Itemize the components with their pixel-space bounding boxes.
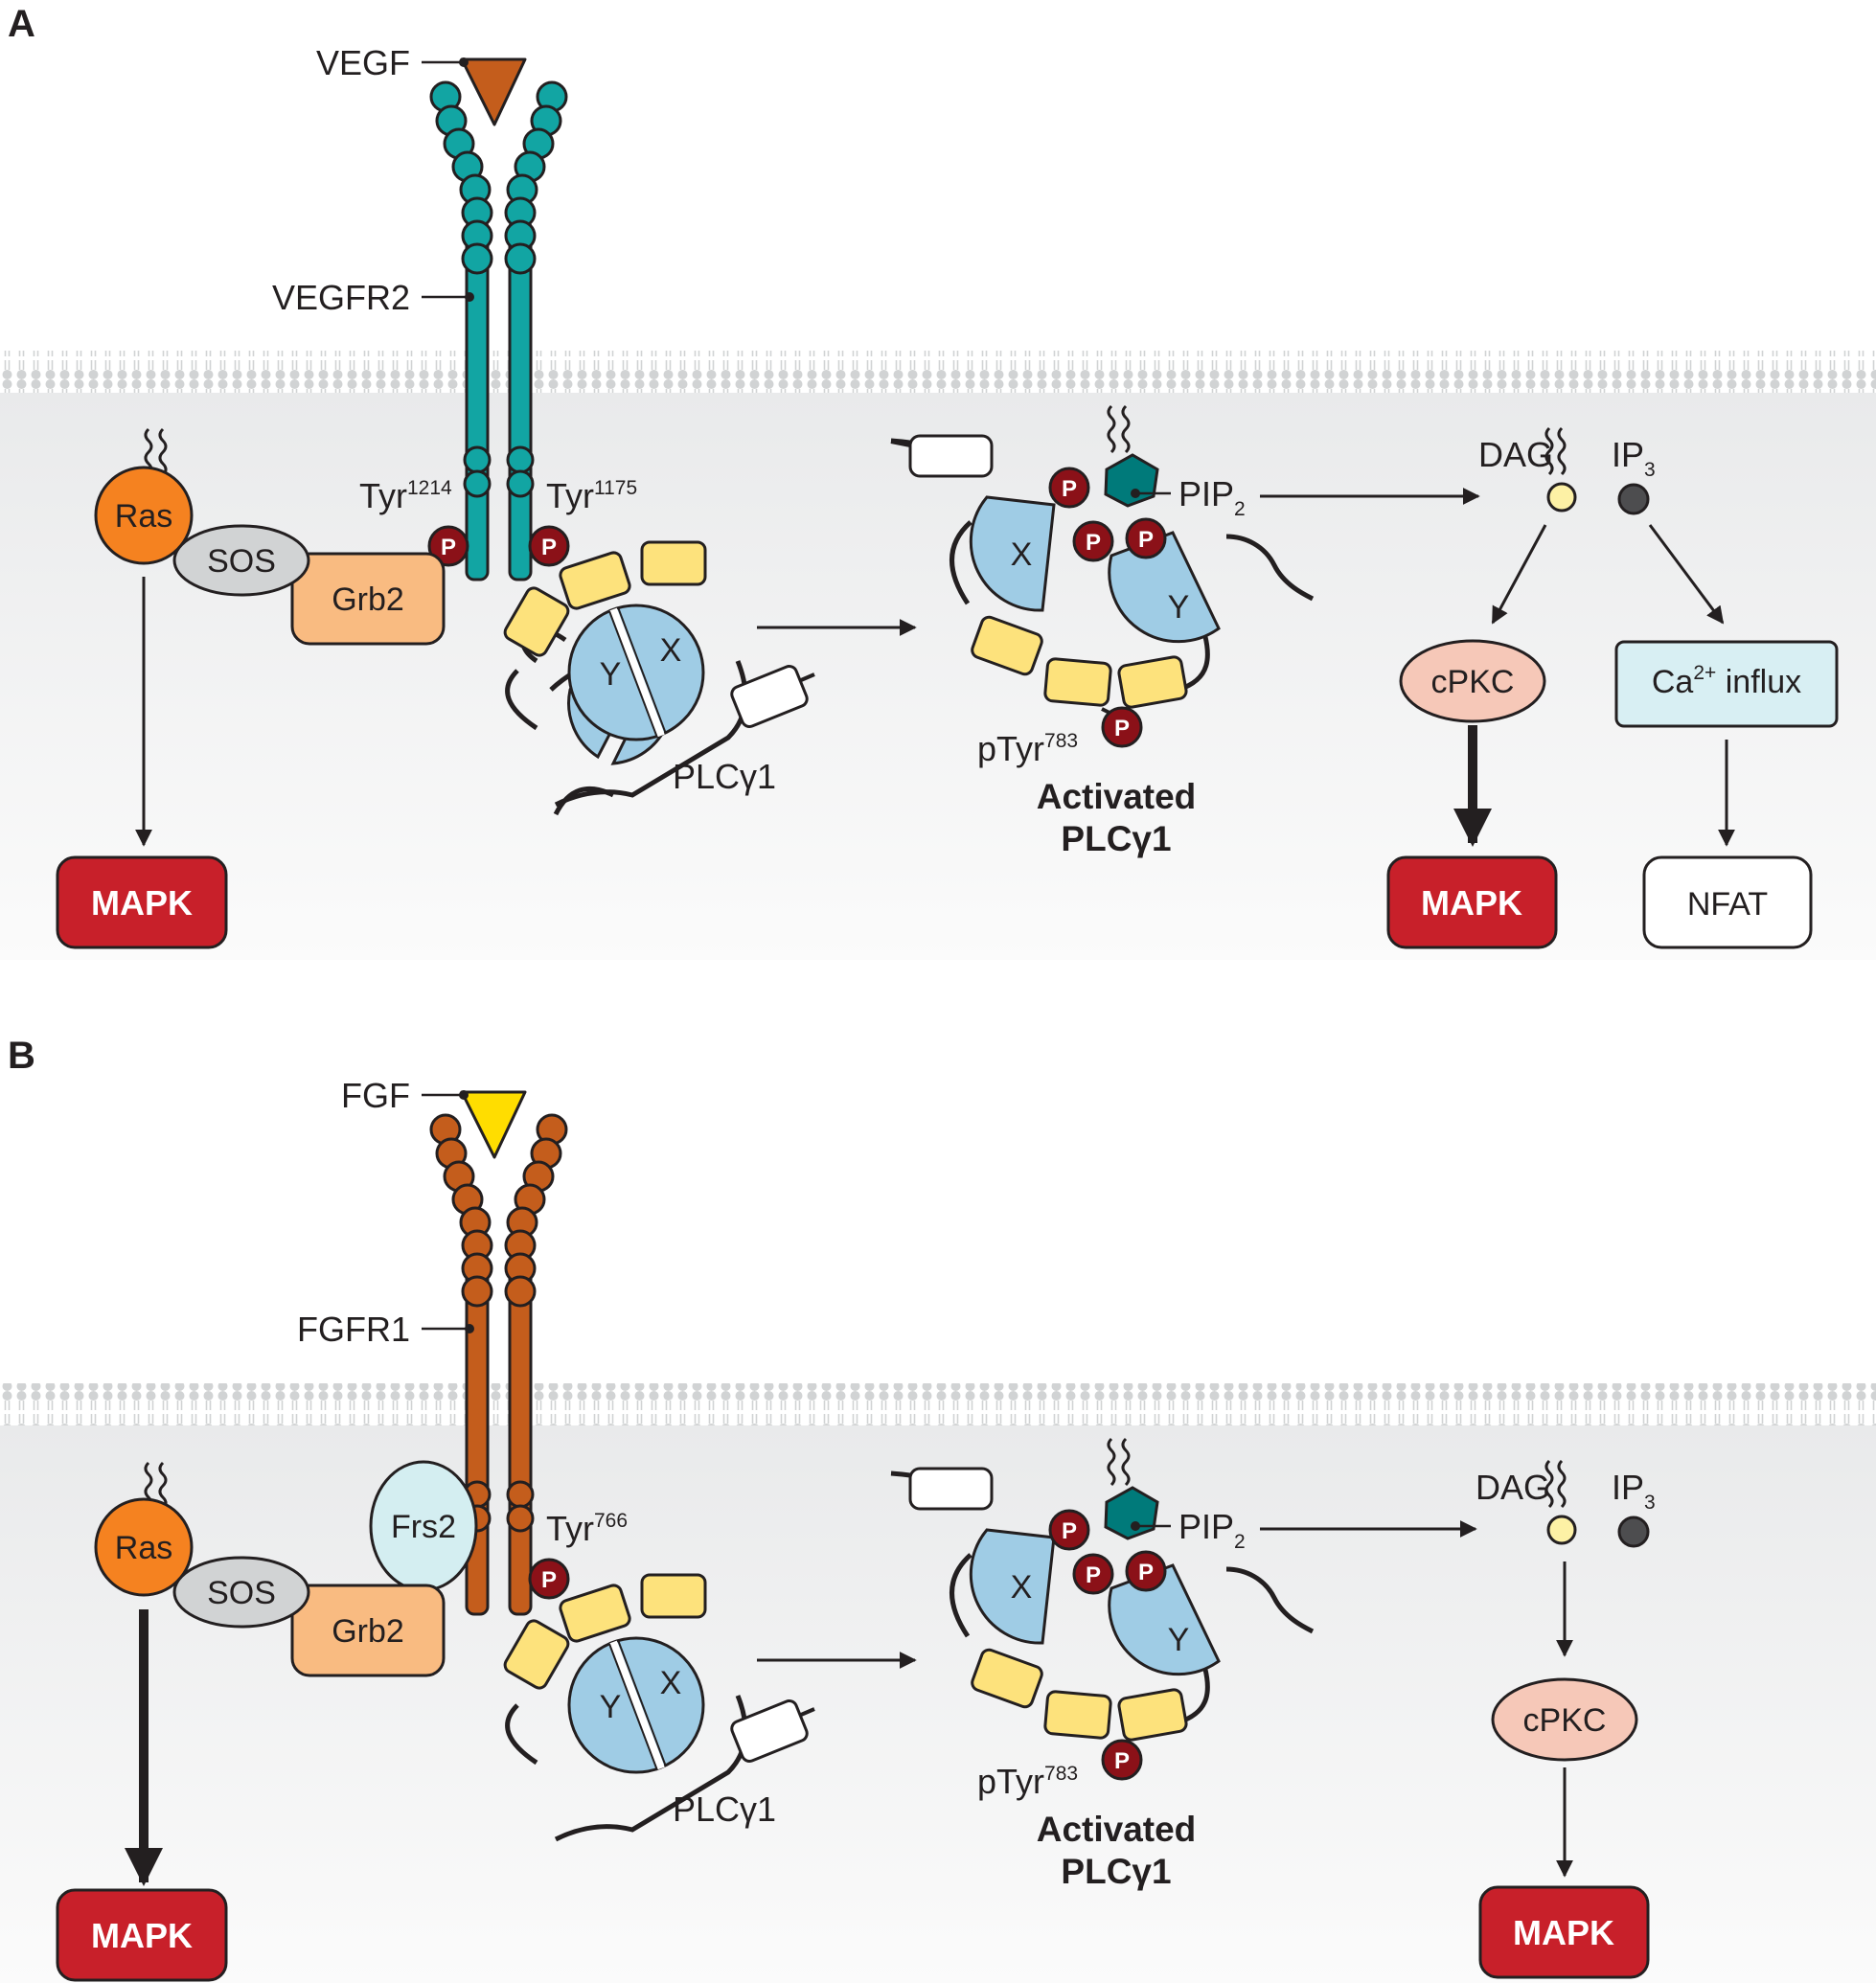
frs2-label: Frs2 [391,1509,456,1545]
grb2-protein [290,1584,446,1677]
vegf-ligand [460,57,527,126]
ptyr783-label: pTyr783 [977,729,1078,768]
ras-protein [94,1497,194,1597]
pip2-phosphates: P P P [1048,467,1167,562]
ip3-molecule [1617,483,1650,515]
sos-protein [172,1556,310,1629]
grb2-protein [290,552,446,646]
svg-text:P: P [541,535,557,560]
dag-label: DAG [1476,1468,1550,1507]
mapk-box-right [1386,855,1558,949]
phospho-tyr1175: P [528,525,570,567]
plcg1-inactive [503,540,815,816]
fgf-ligand [460,1090,527,1159]
ip3-label: IP3 [1612,435,1656,481]
vegf-label: VEGF [316,43,410,82]
domain-x-label: X [660,1665,682,1701]
pip2-label: PIP2 [1178,474,1246,520]
plcg1-activated [890,434,1315,720]
plcg1-inactive [503,1573,815,1842]
dag-molecule [1546,1515,1577,1545]
pip2-phosphates: P P P [1048,1509,1167,1595]
domain-y-label: Y [600,1689,622,1725]
phospho-tyr783: P [1101,706,1143,748]
mapk-box-left [56,855,228,949]
cytoplasm [0,393,1876,960]
cpkc-protein [1399,639,1546,723]
svg-text:P: P [1086,1562,1101,1588]
plcg1-label: PLCγ1 [673,757,776,796]
ptyr783-label: pTyr783 [977,1762,1078,1801]
activated-label-line2: PLCγ1 [1061,819,1171,858]
fgf-label: FGF [341,1076,410,1115]
panel-a: A VEGF VEGFR2 Tyr1214 Tyr [0,3,1876,960]
fgfr1-receptor [429,1090,568,1616]
domain-x-label: X [660,632,682,669]
active-domain-y-label: Y [1168,589,1190,626]
phospho-tyr766: P [528,1558,570,1600]
mapk-box-left [56,1888,228,1982]
svg-text:P: P [441,535,456,560]
panel-b: B FGF FGFR1 Tyr766 [0,1035,1876,1983]
grb2-label: Grb2 [332,1613,404,1650]
domain-y-label: Y [600,656,622,693]
vegfr2-receptor [429,57,568,581]
calcium-influx-label: Ca2+ influx [1652,662,1801,700]
sos-label: SOS [207,543,276,580]
plasma-membrane [0,1383,1876,1425]
mapk-right-label: MAPK [1421,883,1522,923]
active-domain-x-label: X [1011,536,1033,573]
tyr1214-label: Tyr1214 [359,476,452,515]
ip3-molecule [1617,1516,1650,1548]
mapk-box-right [1478,1885,1650,1979]
mapk-left-label: MAPK [91,883,193,923]
svg-text:P: P [1138,1560,1154,1585]
activated-label-line2: PLCγ1 [1061,1852,1171,1891]
ras-protein [94,466,194,565]
sos-label: SOS [207,1575,276,1611]
plcg1-label: PLCγ1 [673,1789,776,1829]
mapk-left-label: MAPK [91,1916,193,1955]
dag-molecule [1546,482,1577,513]
tyr1175-label: Tyr1175 [546,476,637,515]
cpkc-label: cPKC [1523,1702,1607,1739]
ras-label: Ras [115,1530,172,1566]
pip2-label: PIP2 [1178,1507,1246,1553]
nfat-label: NFAT [1687,886,1768,923]
mapk-right-label: MAPK [1513,1913,1614,1952]
plasma-membrane [0,351,1876,393]
cpkc-label: cPKC [1431,664,1515,700]
sos-protein [172,524,310,597]
tyr766-label: Tyr766 [546,1509,628,1548]
svg-text:P: P [1114,1748,1130,1774]
svg-text:P: P [541,1567,557,1593]
svg-text:P: P [1062,1518,1077,1544]
fgfr1-label: FGFR1 [297,1310,410,1349]
active-domain-x-label: X [1011,1569,1033,1606]
calcium-influx-box [1614,640,1839,728]
activated-label-line1: Activated [1037,1810,1197,1849]
activated-label-line1: Activated [1037,777,1197,816]
svg-text:P: P [1062,476,1077,502]
svg-text:P: P [1086,530,1101,556]
cpkc-protein [1491,1677,1638,1762]
plcg1-activated [890,1467,1315,1742]
dag-label: DAG [1478,435,1553,474]
phospho-tyr783: P [1101,1739,1143,1781]
phospho-tyr1214: P [427,525,469,567]
active-domain-y-label: Y [1168,1622,1190,1658]
svg-text:P: P [1138,527,1154,553]
ras-label: Ras [115,498,172,535]
nfat-box [1642,855,1813,949]
ip3-label: IP3 [1612,1468,1656,1514]
vegfr2-label: VEGFR2 [272,278,410,317]
panel-label: A [8,3,35,45]
panel-label: B [8,1035,35,1077]
grb2-label: Grb2 [332,581,404,618]
svg-text:P: P [1114,716,1130,741]
